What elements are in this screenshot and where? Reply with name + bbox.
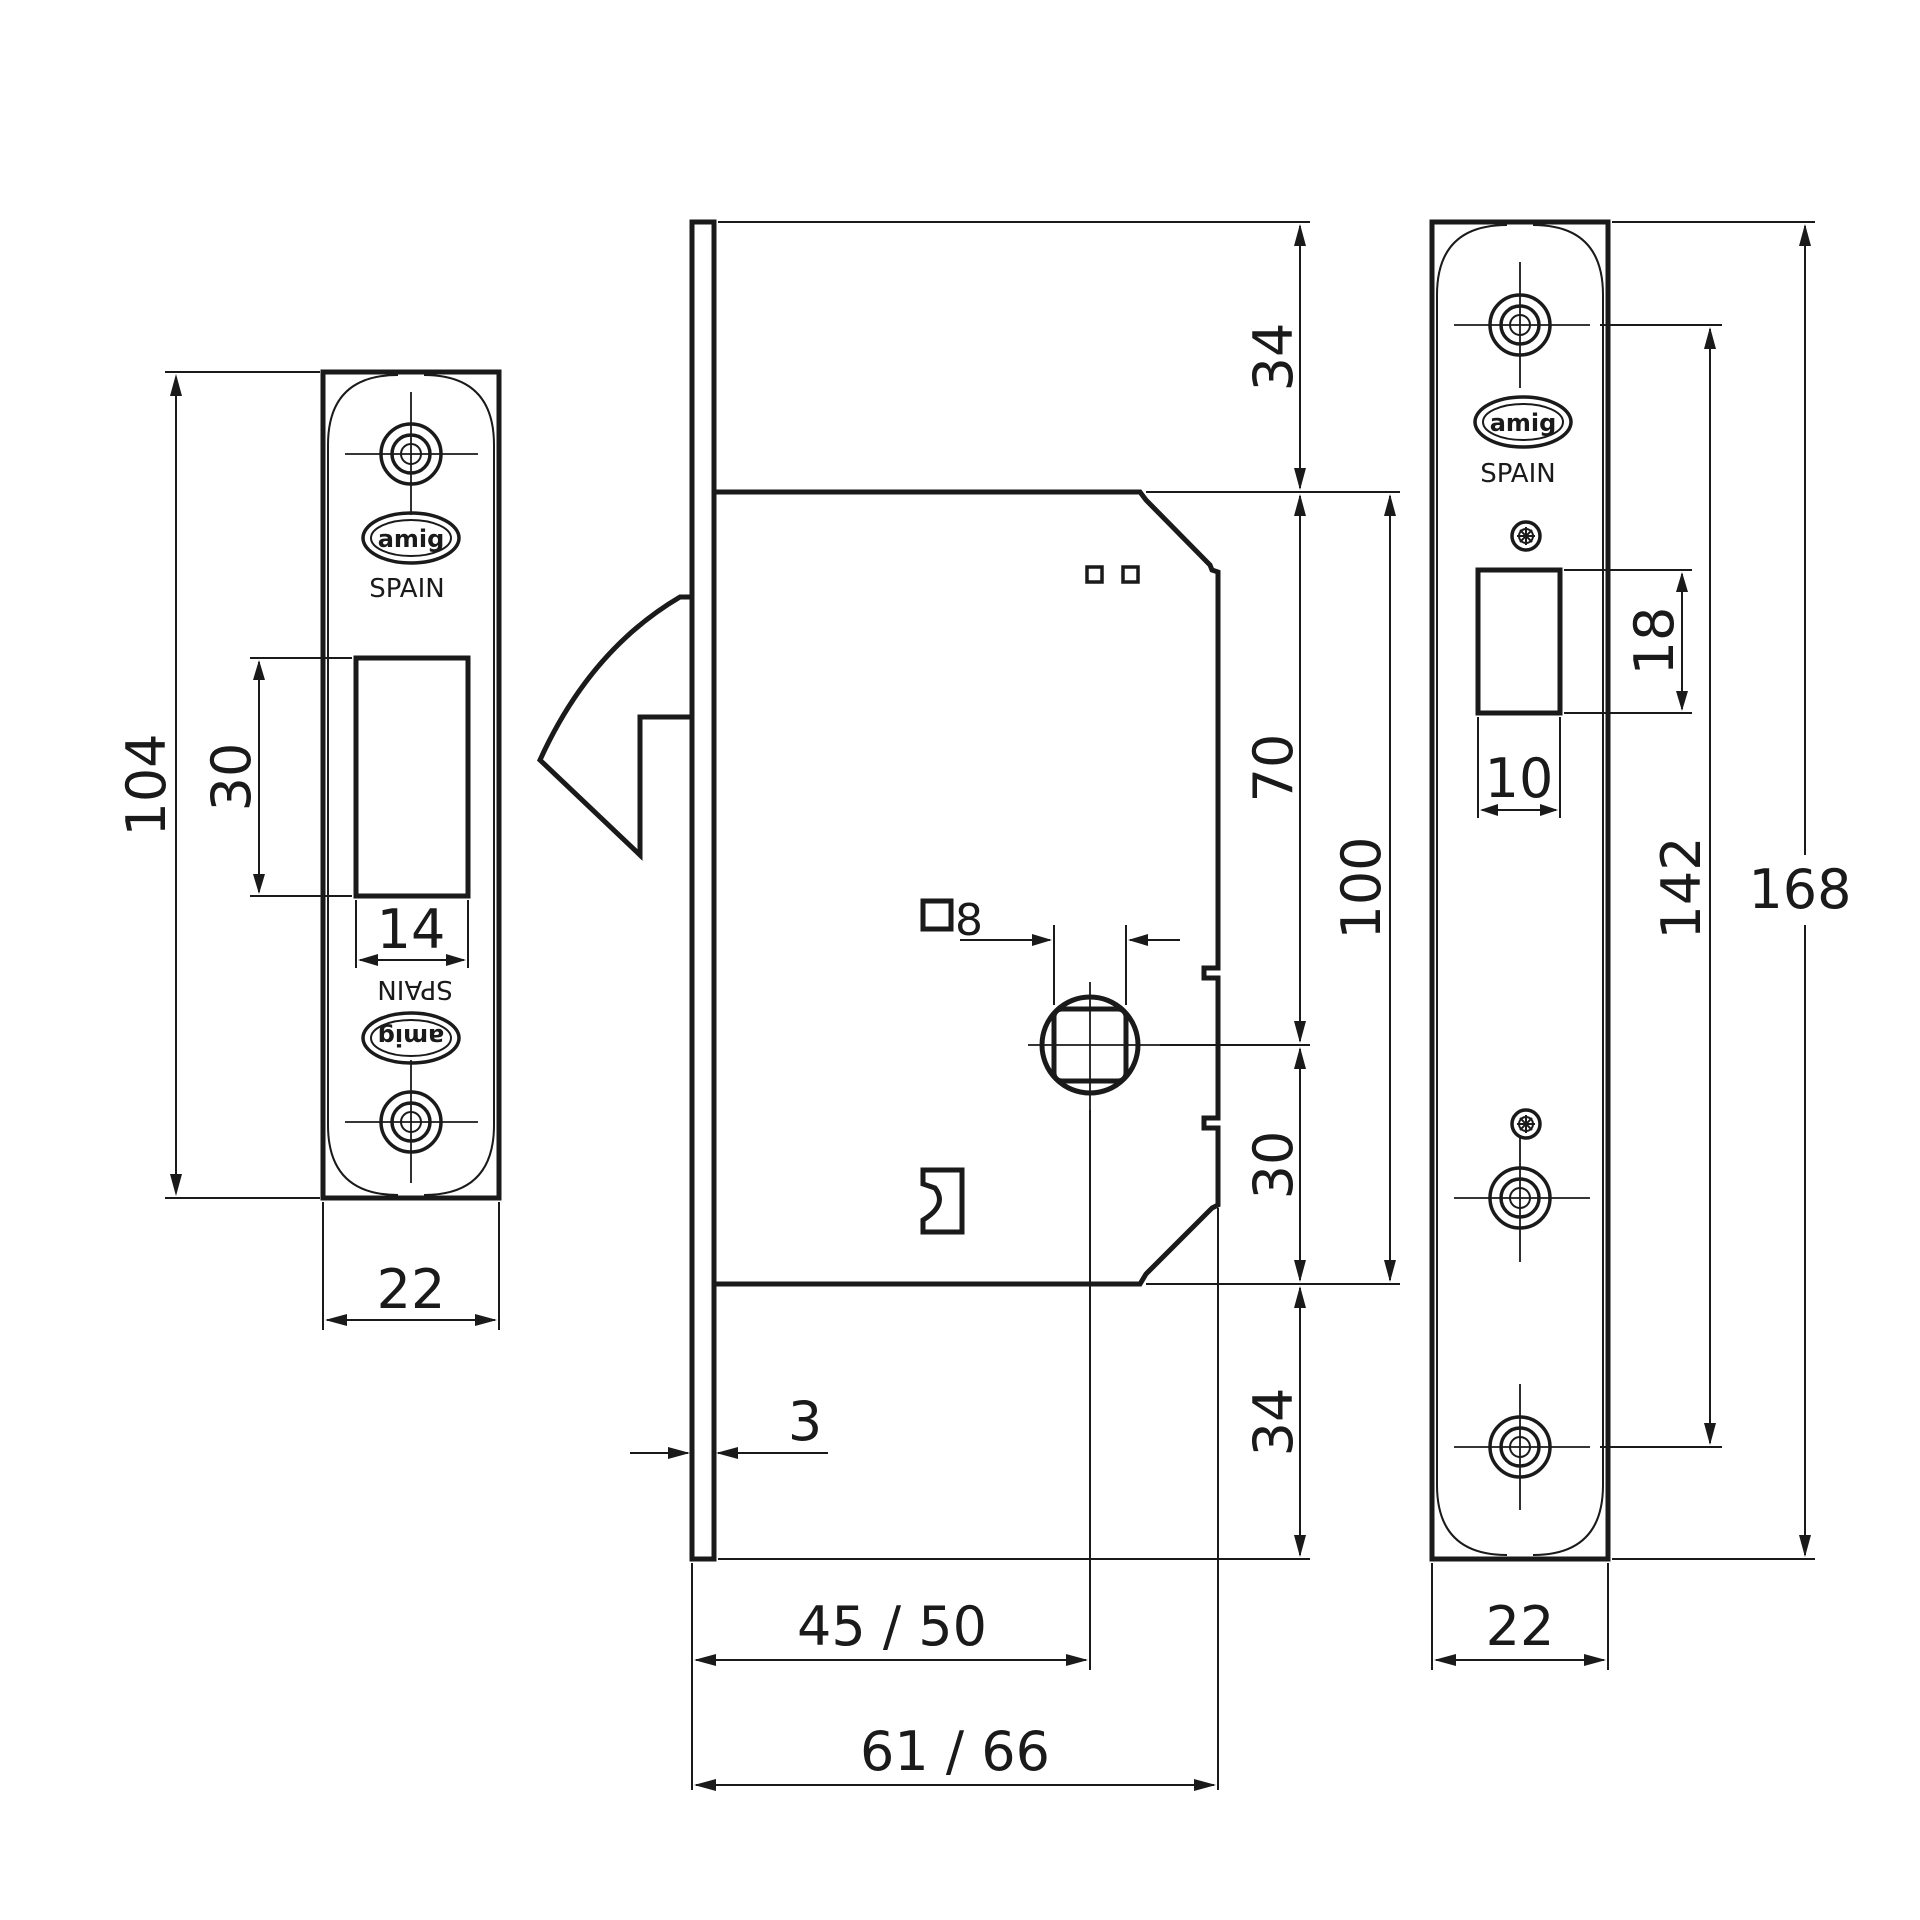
brand-logo-text: amig xyxy=(1490,409,1557,437)
origin-label: SPAIN xyxy=(377,974,452,1004)
case-rivet xyxy=(1121,565,1140,584)
lock-case xyxy=(714,489,1221,1287)
case-rivet xyxy=(1085,565,1104,584)
dim-body-height: 70 xyxy=(1242,734,1305,803)
right-strike-plate: amig SPAIN xyxy=(1429,219,1611,1562)
dim-faceplate-thickness: 3 xyxy=(788,1390,822,1453)
key-notch xyxy=(920,1167,965,1235)
dim-left-opening-height: 30 xyxy=(200,743,263,812)
screw-hole-icon xyxy=(1454,1135,1590,1262)
brand-logo-icon: amig xyxy=(361,1011,461,1065)
dim-body-depth: 61 / 66 xyxy=(860,1720,1050,1783)
screw-hole-icon xyxy=(345,1060,478,1183)
right-strike-dimensions: 18 10 142 168 22 xyxy=(1431,221,1860,1670)
spindle-hub-icon xyxy=(1028,982,1230,1110)
origin-label: SPAIN xyxy=(1480,459,1555,489)
brand-logo-icon: amig xyxy=(361,511,461,565)
screw-head-icon xyxy=(1510,520,1542,552)
dim-left-height: 104 xyxy=(115,733,178,836)
spindle-square-icon xyxy=(920,898,954,932)
left-strike-outline xyxy=(320,369,502,1201)
dim-right-hole-spacing: 142 xyxy=(1650,836,1713,939)
dim-right-opening-height: 18 xyxy=(1623,607,1686,676)
dim-bottom-offset: 34 xyxy=(1242,1388,1305,1457)
dim-right-width: 22 xyxy=(1486,1595,1555,1658)
dim-left-opening-width: 14 xyxy=(377,898,446,961)
dim-backset: 45 / 50 xyxy=(797,1595,987,1658)
dim-right-height: 168 xyxy=(1748,858,1851,921)
faceplate xyxy=(689,219,717,1562)
origin-label: SPAIN xyxy=(369,574,444,604)
dim-spindle-to-bottom: 30 xyxy=(1242,1131,1305,1200)
screw-hole-icon xyxy=(1454,1384,1590,1510)
brand-logo-icon: amig xyxy=(1473,395,1573,449)
dim-left-width: 22 xyxy=(377,1258,446,1321)
brand-logo-text: amig xyxy=(378,525,445,553)
screw-hole-icon xyxy=(1454,262,1590,388)
latch-bolt xyxy=(536,594,692,861)
dim-right-opening-width: 10 xyxy=(1485,747,1554,810)
right-strike-outline xyxy=(1429,219,1611,1562)
screw-hole-icon xyxy=(345,392,478,515)
left-strike-opening xyxy=(353,655,471,899)
left-strike-plate: amig SPAIN amig SPAIN xyxy=(320,369,502,1201)
lock-body: 8 xyxy=(536,219,1230,1562)
dim-top-offset: 34 xyxy=(1242,323,1305,392)
right-strike-opening xyxy=(1475,567,1563,716)
lock-body-dimensions: 34 70 30 34 100 3 xyxy=(630,221,1400,1791)
dim-latch-to-spindle: 100 xyxy=(1330,836,1393,939)
dim-spindle-square: 8 xyxy=(955,895,983,946)
screw-head-icon xyxy=(1510,1108,1542,1140)
left-strike-dimensions: 104 30 14 22 xyxy=(115,371,500,1330)
brand-logo-text: amig xyxy=(378,1023,445,1051)
